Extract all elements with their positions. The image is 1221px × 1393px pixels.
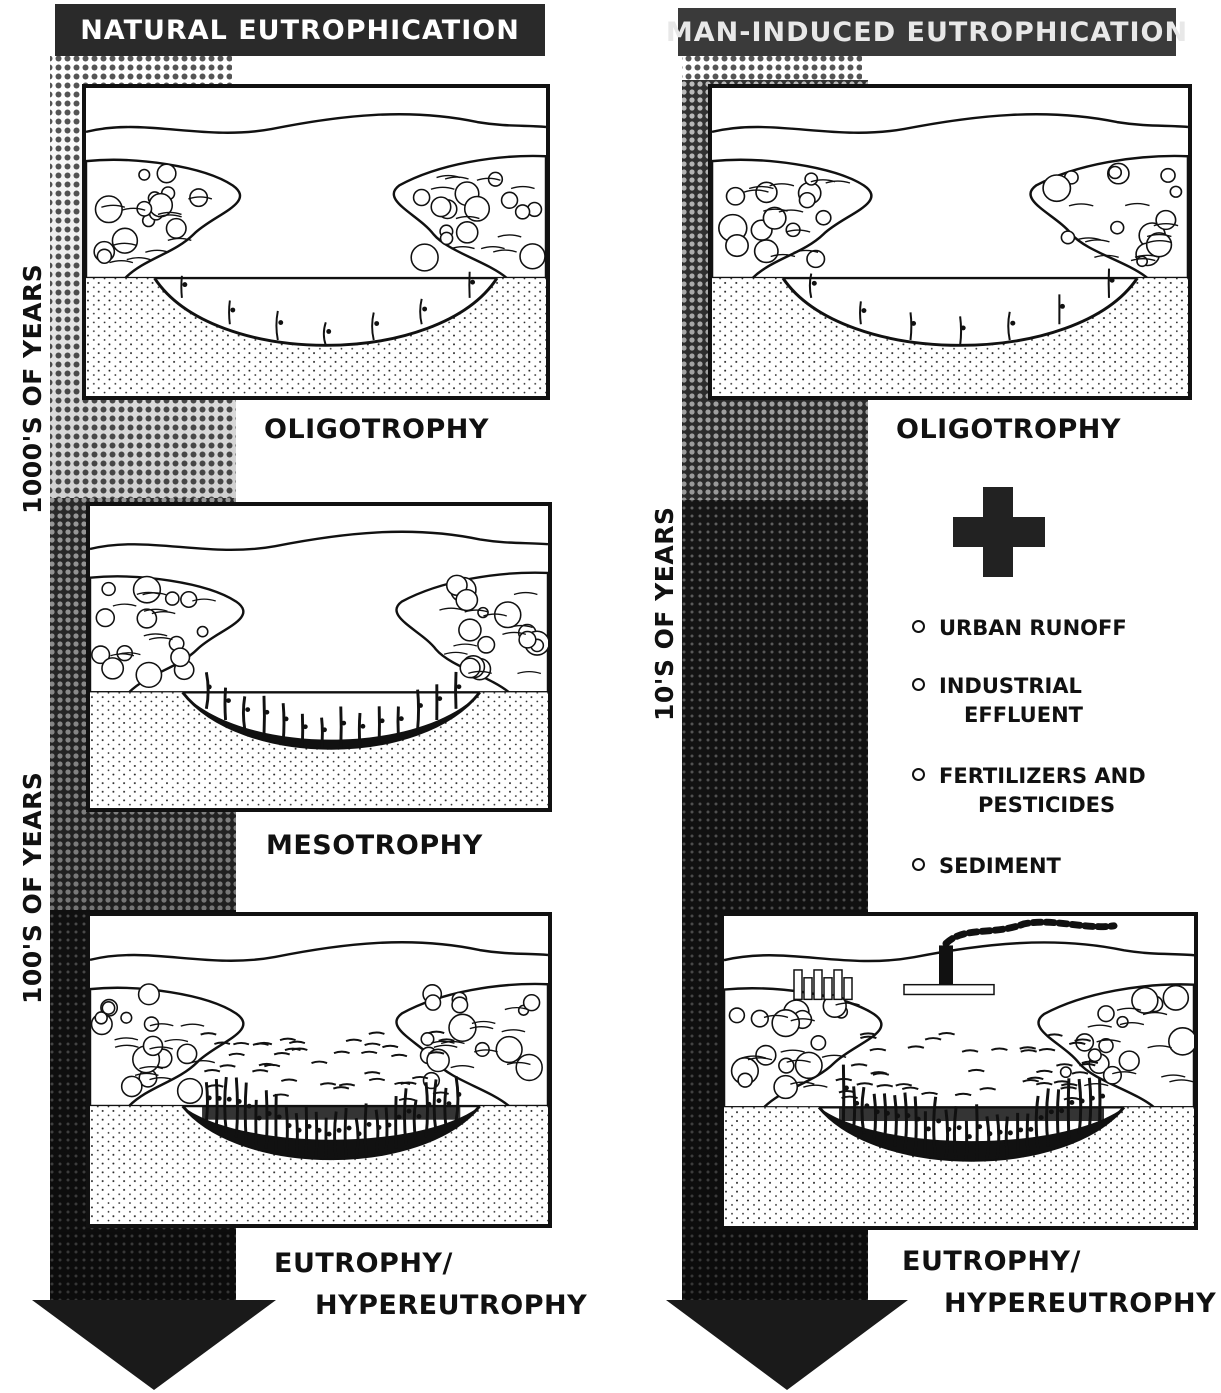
pollutant-line: FERTILIZERS AND (939, 764, 1146, 788)
plus-icon (953, 487, 1045, 577)
stage-label-oligotrophy-left: OLIGOTROPHY (264, 414, 489, 445)
bullet-icon (912, 678, 925, 691)
pollutant-fertilizers-pesticides: FERTILIZERS AND PESTICIDES (912, 762, 1172, 820)
pollutant-line: INDUSTRIAL (939, 674, 1082, 698)
pollutant-line-2: EFFLUENT (912, 701, 1112, 730)
stage-label-hypereutrophy-right: HYPEREUTROPHY (944, 1288, 1216, 1319)
time-label-1000s-of-years: 1000'S OF YEARS (18, 294, 48, 514)
pollutant-sediment: SEDIMENT (912, 852, 1061, 881)
lake-illustration (86, 88, 546, 396)
bullet-icon (912, 858, 925, 871)
stage-label-mesotrophy-left: MESOTROPHY (266, 830, 483, 861)
lake-illustration (712, 88, 1188, 396)
natural-eutrophication-header: NATURAL EUTROPHICATION (55, 4, 545, 56)
stage-label-eutrophy-left: EUTROPHY/ (274, 1248, 453, 1279)
stage-label-hypereutrophy-left: HYPEREUTROPHY (315, 1290, 587, 1321)
man-induced-eutrophication-header: MAN-INDUCED EUTROPHICATION (678, 8, 1176, 56)
stage-label-oligotrophy-right: OLIGOTROPHY (896, 414, 1121, 445)
bullet-icon (912, 620, 925, 633)
lake-illustration (90, 506, 548, 808)
lake-mesotrophy-natural (86, 502, 552, 812)
lake-eutrophy-natural (86, 912, 552, 1228)
time-label-100s-of-years: 100'S OF YEARS (18, 794, 48, 1004)
pollutant-industrial-effluent: INDUSTRIAL EFFLUENT (912, 672, 1112, 730)
lake-illustration (90, 916, 548, 1224)
bullet-icon (912, 768, 925, 781)
stage-label-eutrophy-right: EUTROPHY/ (902, 1246, 1081, 1277)
pollutant-line: URBAN RUNOFF (939, 616, 1127, 640)
pollutant-urban-runoff: URBAN RUNOFF (912, 614, 1127, 643)
lake-illustration (724, 916, 1194, 1226)
time-label-10s-of-years: 10'S OF YEARS (650, 541, 680, 721)
lake-eutrophy-man-induced (720, 912, 1198, 1230)
lake-oligotrophy-natural (82, 84, 550, 400)
lake-oligotrophy-man-induced (708, 84, 1192, 400)
pollutant-line-2: PESTICIDES (912, 791, 1172, 820)
pollutant-line: SEDIMENT (939, 854, 1061, 878)
